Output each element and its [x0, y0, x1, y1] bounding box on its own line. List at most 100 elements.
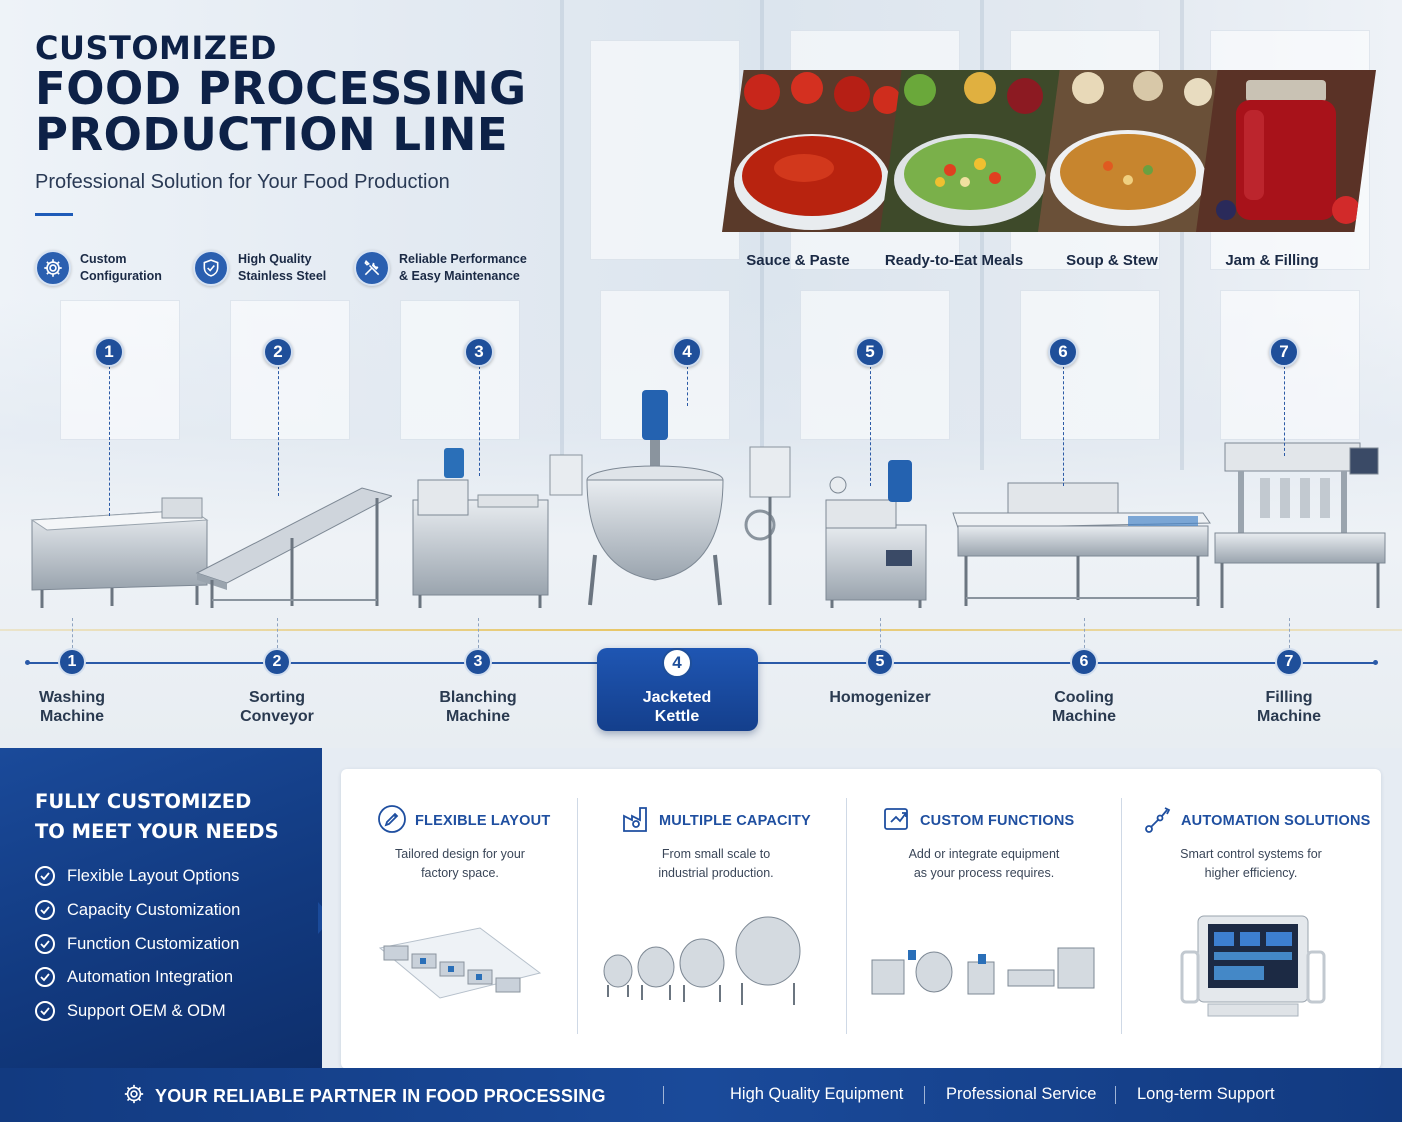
timeline-step-3-number[interactable]: 3 [464, 648, 492, 676]
timeline-step-4-number[interactable]: 4 [662, 648, 692, 678]
automation-control-panel-illustration [1180, 915, 1326, 1017]
check-circle-icon [35, 934, 55, 954]
check-circle-icon [35, 1001, 55, 1021]
customize-item-2: Capacity Customization [35, 900, 240, 920]
pin-line-5 [870, 366, 871, 486]
timeline-end-dot [1373, 660, 1378, 665]
footer-separator [1115, 1086, 1116, 1104]
feature-1-line1: Custom [80, 252, 127, 266]
sorting-conveyor-illustration [195, 487, 392, 608]
column-divider [846, 798, 847, 1034]
wrench-screwdriver-icon [354, 250, 390, 286]
gear-icon [35, 250, 71, 286]
gear-icon [123, 1083, 145, 1110]
pin-5[interactable]: 5 [855, 337, 885, 367]
feature-reliable-performance: Reliable Performance & Easy Maintenance [354, 250, 527, 286]
timeline-tick-7 [1289, 618, 1290, 648]
flexible-layout-illustration [378, 927, 542, 999]
custom-function-icon [882, 804, 912, 838]
customize-item-5: Support OEM & ODM [35, 1001, 226, 1021]
check-circle-icon [35, 900, 55, 920]
customize-item-1: Flexible Layout Options [35, 866, 239, 886]
jacketed-kettle-illustration [549, 390, 791, 606]
pin-2[interactable]: 2 [263, 337, 293, 367]
washing-machine-illustration [30, 497, 209, 608]
footer-item-service: Professional Service [946, 1085, 1097, 1103]
solution-flexible-layout-title: FLEXIBLE LAYOUT [377, 804, 550, 838]
timeline-step-6-number[interactable]: 6 [1070, 648, 1098, 676]
column-divider [577, 798, 578, 1034]
jam-filling-image [1196, 70, 1376, 232]
check-circle-icon [35, 967, 55, 987]
timeline-step-1-number[interactable]: 1 [58, 648, 86, 676]
feature-2-line2: Stainless Steel [238, 269, 327, 283]
cooling-machine-illustration [952, 482, 1211, 606]
product-label-soup: Soup & Stew [1066, 252, 1158, 269]
solution-custom-functions-title: CUSTOM FUNCTIONS [882, 804, 1074, 838]
customize-item-4: Automation Integration [35, 967, 233, 987]
pin-line-2 [278, 366, 279, 496]
footer-item-support: Long-term Support [1137, 1085, 1275, 1103]
timeline-tick-3 [478, 618, 479, 648]
feature-1-line2: Configuration [80, 269, 162, 283]
pin-line-1 [109, 366, 110, 516]
footer-separator [663, 1086, 664, 1104]
timeline-step-2-number[interactable]: 2 [263, 648, 291, 676]
shield-check-icon [193, 250, 229, 286]
customize-title: FULLY CUSTOMIZED TO MEET YOUR NEEDS [35, 790, 279, 843]
timeline-start-dot [25, 660, 30, 665]
pin-line-6 [1063, 366, 1064, 486]
timeline-step-7-number[interactable]: 7 [1275, 648, 1303, 676]
product-label-sauce: Sauce & Paste [746, 252, 850, 269]
product-label-jam: Jam & Filling [1225, 252, 1319, 269]
pin-line-4 [687, 366, 688, 406]
customize-item-3: Function Customization [35, 934, 239, 954]
timeline-tick-5 [880, 618, 881, 648]
footer-tagline: YOUR RELIABLE PARTNER IN FOOD PROCESSING [123, 1083, 606, 1110]
food-image-strip [722, 70, 1376, 232]
timeline-step-5-number[interactable]: 5 [866, 648, 894, 676]
pin-1[interactable]: 1 [94, 337, 124, 367]
pin-6[interactable]: 6 [1048, 337, 1078, 367]
timeline-tick-2 [277, 618, 278, 648]
feature-custom-configuration: Custom Configuration [35, 250, 162, 286]
factory-capacity-icon [621, 804, 651, 838]
footer-separator [924, 1086, 925, 1104]
footer-item-quality: High Quality Equipment [730, 1085, 904, 1103]
blanching-machine-illustration [412, 448, 549, 608]
pin-line-7 [1284, 366, 1285, 456]
title-line-1: CUSTOMIZED [35, 29, 277, 67]
solution-automation-title: AUTOMATION SOLUTIONS [1143, 804, 1371, 838]
ready-meals-image [880, 70, 1060, 232]
timeline-step-5-label[interactable]: Homogenizer [829, 689, 931, 706]
feature-3-line1: Reliable Performance [399, 252, 527, 266]
homogenizer-illustration [825, 460, 927, 608]
subtitle: Professional Solution for Your Food Prod… [35, 171, 450, 193]
title-underline [35, 213, 73, 216]
title-line-3: PRODUCTION LINE [35, 108, 509, 161]
footer-bar [0, 1068, 1402, 1122]
custom-functions-illustration [871, 947, 1095, 995]
soup-stew-image [1038, 70, 1218, 232]
feature-3-line2: & Easy Maintenance [399, 269, 520, 283]
title-line-2: FOOD PROCESSING [35, 62, 527, 115]
filling-machine-illustration [1214, 442, 1386, 608]
pin-4[interactable]: 4 [672, 337, 702, 367]
pin-7[interactable]: 7 [1269, 337, 1299, 367]
robot-arm-icon [1143, 804, 1173, 838]
solution-multiple-capacity-title: MULTIPLE CAPACITY [621, 804, 811, 838]
pin-3[interactable]: 3 [464, 337, 494, 367]
title-block: CUSTOMIZED FOOD PROCESSING PRODUCTION LI… [35, 30, 527, 158]
floor-guide-line [0, 629, 1402, 631]
pin-line-3 [479, 366, 480, 476]
check-circle-icon [35, 866, 55, 886]
